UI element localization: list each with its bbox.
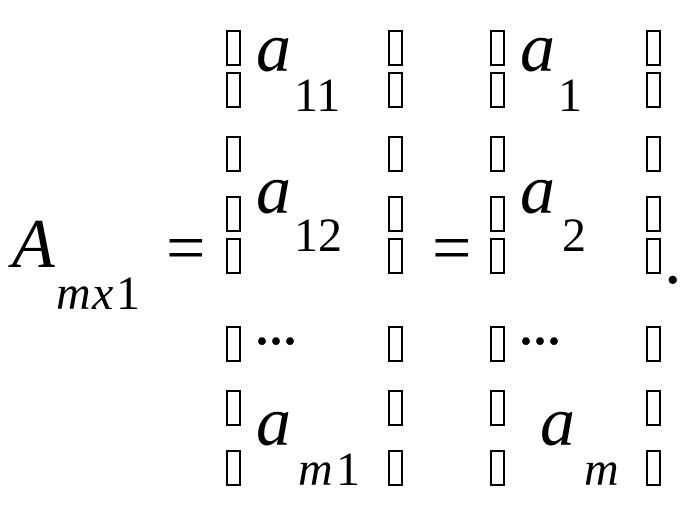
- matrix2-entry-am-base: a: [540, 384, 575, 461]
- matrix1-entry-a12-sub: 12: [294, 209, 342, 262]
- matrix1-entry-am1-base: a: [256, 384, 291, 461]
- equals-sign-1: =: [166, 210, 206, 287]
- matrix2-entry-a1-sub: 1: [558, 69, 582, 122]
- matrix2-ellipsis: ···: [518, 315, 562, 368]
- matrix2-entry-a1-base: a: [520, 10, 555, 87]
- matrix2-entry-a2-base: a: [520, 152, 555, 229]
- trailing-period: .: [664, 222, 682, 299]
- lhs-subscript-x: x: [92, 267, 114, 320]
- matrix2-entry-a2-sub: 2: [562, 209, 586, 262]
- lhs-subscript-m: m: [56, 267, 91, 320]
- matrix1-entry-a12-base: a: [256, 152, 291, 229]
- matrix1-entry-am1-subnum: 1: [336, 443, 360, 496]
- matrix1-entry-a11-base: a: [256, 10, 291, 87]
- matrix1-entry-a11-sub: 11: [294, 69, 341, 122]
- lhs-subscript-1: 1: [116, 267, 140, 320]
- matrix1-entry-am1-subvar: m: [298, 443, 333, 496]
- matrix2-entry-am-subvar: m: [584, 443, 619, 496]
- lhs-symbol: A: [12, 206, 55, 283]
- equals-sign-2: =: [432, 210, 472, 287]
- matrix1-ellipsis: ···: [254, 315, 298, 368]
